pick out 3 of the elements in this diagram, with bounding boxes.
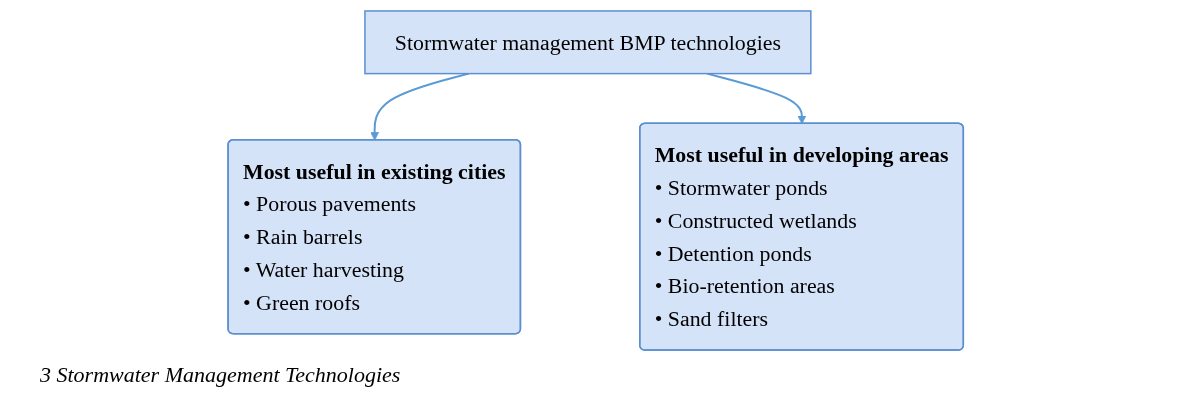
node-box: Stormwater management BMP technologies: [364, 9, 812, 74]
arrow: [706, 72, 807, 124]
caption: 3 Stormwater Management Technologies: [40, 362, 402, 388]
